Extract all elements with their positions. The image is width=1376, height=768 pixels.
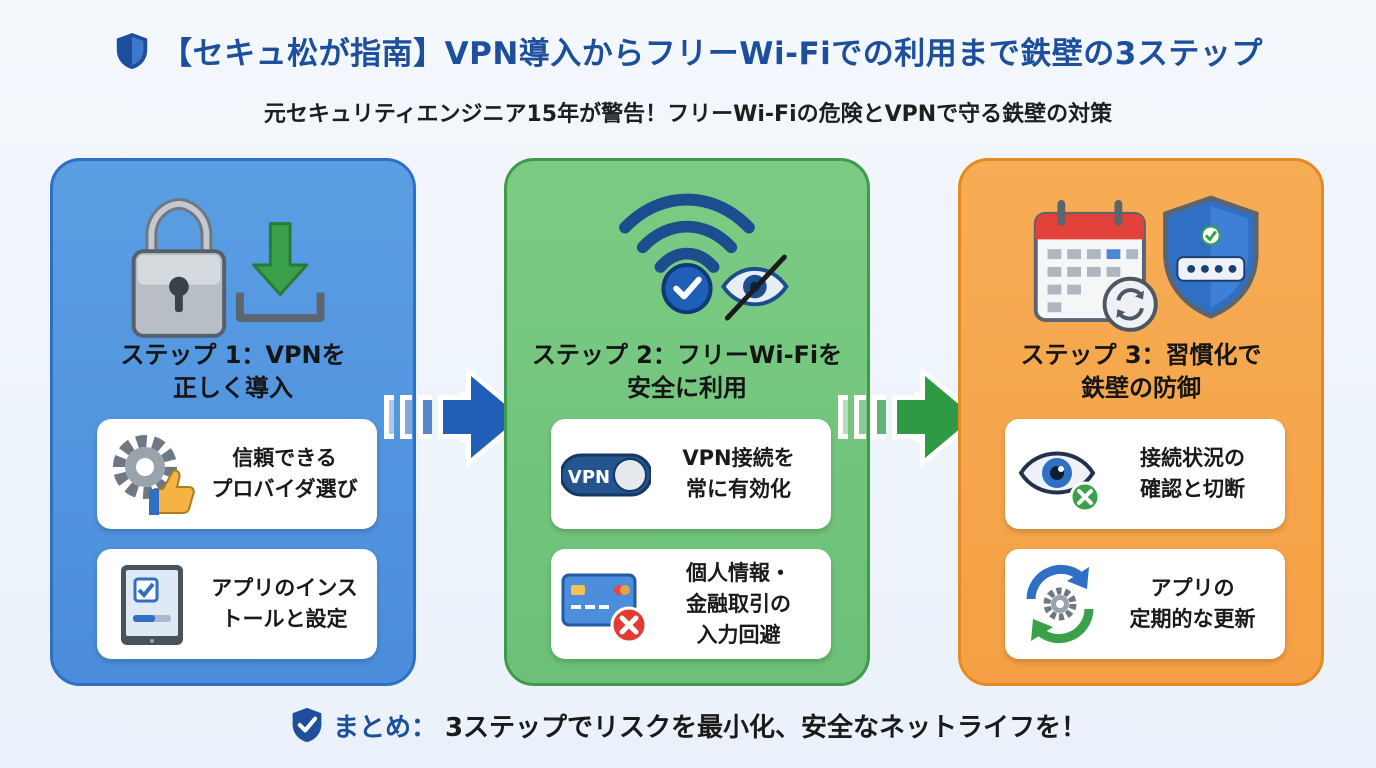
download-icon [235,222,325,323]
step-1-card-provider: 信頼できる プロバイダ選び [97,419,377,529]
wifi-check-icon [619,193,755,315]
page-title-text: 【セキュ松が指南】VPN導入からフリーWi-Fiでの利用まで鉄壁の3ステップ [161,36,1263,72]
page-subtitle: 元セキュリティエンジニア15年が警告！フリーWi-Fiの危険とVPNで守る鉄壁の… [263,102,1113,127]
step-3-card-connection-check: 接続状況の 確認と切断 [1005,419,1285,529]
calendar-refresh-icon [1033,200,1158,332]
arrow-step-1-to-2 [384,366,528,468]
step-1-title: ステップ 1：VPNを 正しく導入 [120,341,346,402]
eye-slash-icon [721,254,789,321]
vpn-badge-label: VPN [568,467,610,488]
arrow-step-2-to-3 [838,366,982,468]
step-2-panel: ステップ 2：フリーWi-Fiを 安全に利用 VPN VPN接続を 常に有効化 … [504,158,870,686]
step-3-icons [1033,195,1259,332]
step-1-panel: ステップ 1：VPNを 正しく導入 信頼できる プロバイダ選び アプリのインス … [50,158,416,686]
padlock-icon [131,198,227,338]
step-2-card-personal-info: 個人情報・ 金融取引の 入力回避 [551,549,831,659]
vpn-toggle-icon: VPN [561,453,651,497]
step-1-card-install: アプリのインス トールと設定 [97,549,377,659]
step-2-title: ステップ 2：フリーWi-Fiを 安全に利用 [531,341,843,402]
tablet-settings-icon [121,565,183,645]
step-2-card-vpn: VPN VPN接続を 常に有効化 [551,419,831,529]
summary-lead: まとめ： [332,712,437,743]
gear-thumbs-up-icon [113,435,195,515]
page-title: 【セキュ松が指南】VPN導入からフリーWi-Fiでの利用まで鉄壁の3ステップ [0,28,1376,73]
step-3-card-app-update: アプリの 定期的な更新 [1005,549,1285,659]
step-3-title: ステップ 3：習慣化で 鉄壁の防御 [1020,341,1262,402]
summary-text: 3ステップでリスクを最小化、安全なネットライフを！ [444,712,1088,743]
summary-footer: まとめ： 3ステップでリスクを最小化、安全なネットライフを！ [0,706,1376,744]
shield-check-icon [292,707,322,743]
step-2-icons [619,193,789,321]
shield-check-icon [116,32,148,69]
sync-gear-icon [1026,564,1094,644]
eye-close-icon [1018,451,1101,513]
shield-password-icon [1163,195,1259,319]
step-1-icons [131,198,325,338]
step-3-panel: ステップ 3：習慣化で 鉄壁の防御 接続状況の 確認と切断 アプリの [958,158,1324,686]
credit-card-blocked-icon [561,573,648,644]
